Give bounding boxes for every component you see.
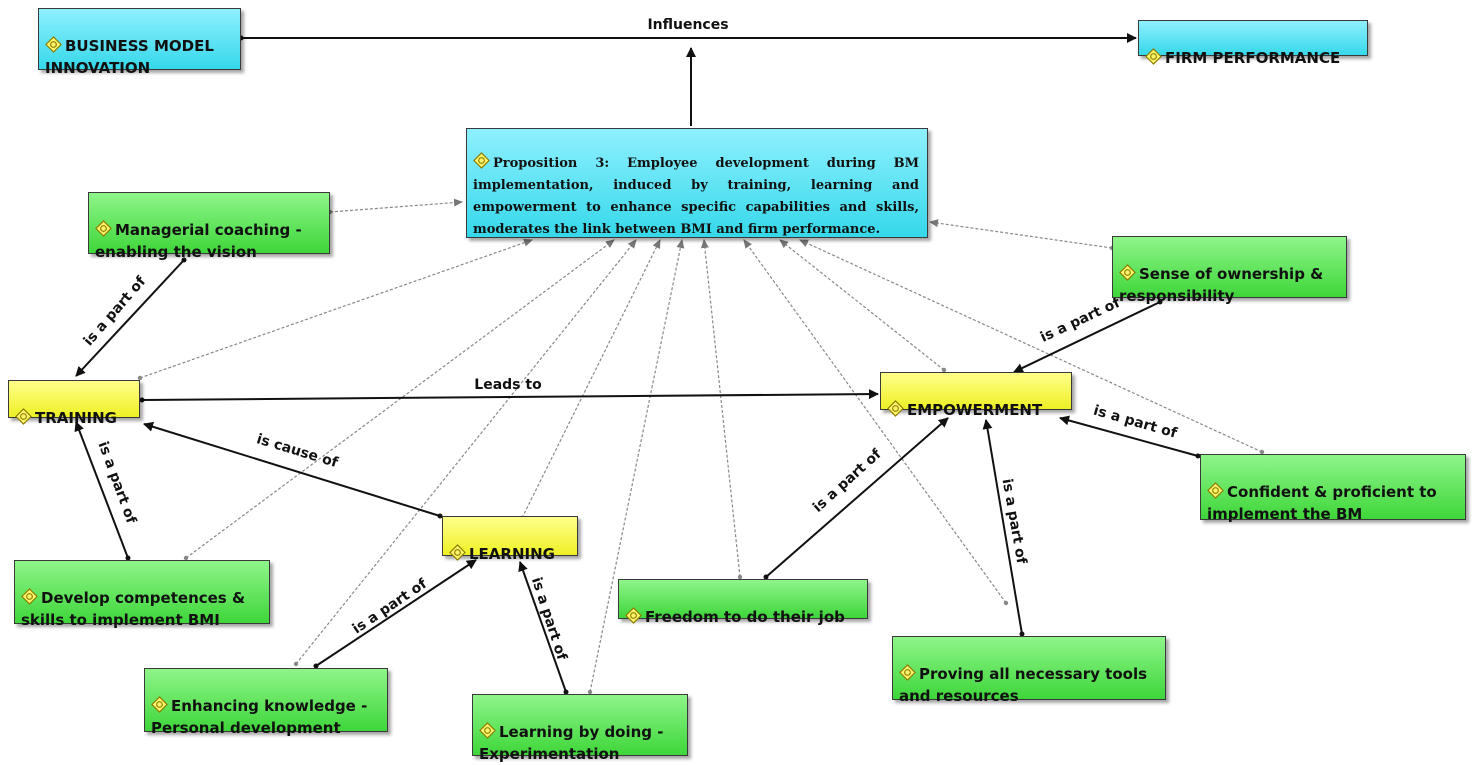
label-part-coaching: is a part of bbox=[81, 273, 150, 349]
node-label: Freedom to do their job bbox=[645, 608, 845, 626]
node-label: Develop competences & skills to implemen… bbox=[21, 589, 246, 629]
concept-icon bbox=[625, 607, 642, 624]
node-label: Sense of ownership & responsibility bbox=[1119, 265, 1324, 305]
concept-icon bbox=[1119, 264, 1136, 281]
node-sense-of-ownership[interactable]: Sense of ownership & responsibility bbox=[1112, 236, 1347, 305]
solid-links bbox=[74, 33, 1201, 695]
node-empowerment[interactable]: EMPOWERMENT bbox=[880, 372, 1072, 419]
label-influences: Influences bbox=[647, 17, 728, 33]
concept-icon bbox=[479, 722, 496, 739]
node-develop-competences[interactable]: Develop competences & skills to implemen… bbox=[14, 560, 270, 629]
link-leads-to bbox=[139, 389, 879, 403]
link-doing-learning bbox=[518, 561, 569, 695]
concept-icon bbox=[899, 664, 916, 681]
node-freedom-to-do-job[interactable]: Freedom to do their job bbox=[618, 579, 868, 626]
concept-icon bbox=[15, 408, 32, 425]
link-coaching-proposition bbox=[327, 198, 463, 215]
concept-icon bbox=[95, 220, 112, 237]
node-label: TRAINING bbox=[35, 409, 117, 427]
link-confident-empowerment bbox=[1059, 415, 1201, 459]
node-training[interactable]: TRAINING bbox=[8, 380, 140, 427]
concept-icon bbox=[45, 36, 62, 53]
link-coaching-training bbox=[75, 257, 187, 377]
link-develop-training bbox=[74, 421, 131, 561]
node-label: Proving all necessary tools and resource… bbox=[899, 665, 1148, 705]
node-label: EMPOWERMENT bbox=[907, 401, 1043, 419]
node-label: FIRM PERFORMANCE bbox=[1165, 49, 1341, 67]
concept-icon bbox=[21, 588, 38, 605]
concept-icon bbox=[1207, 482, 1224, 499]
node-label: Proposition 3: Employee development duri… bbox=[473, 156, 919, 237]
link-enhancing-learning bbox=[313, 559, 477, 669]
link-enhancing-proposition bbox=[293, 239, 637, 667]
node-confident-proficient[interactable]: Confident & proficient to implement the … bbox=[1200, 454, 1466, 523]
node-label: Confident & proficient to implement the … bbox=[1207, 483, 1437, 523]
node-label: Enhancing knowledge - Personal developme… bbox=[151, 697, 368, 737]
link-tools-proposition bbox=[743, 239, 1009, 606]
node-tools-resources[interactable]: Proving all necessary tools and resource… bbox=[892, 636, 1166, 705]
concept-icon bbox=[1145, 48, 1162, 65]
label-part-develop: is a part of bbox=[95, 439, 140, 526]
link-tools-empowerment bbox=[982, 419, 1025, 637]
node-firm-performance[interactable]: FIRM PERFORMANCE bbox=[1138, 20, 1368, 67]
link-empowerment-proposition bbox=[779, 239, 947, 373]
node-business-model-innovation[interactable]: BUSINESS MODEL INNOVATION bbox=[38, 8, 241, 77]
concept-icon bbox=[449, 544, 466, 561]
link-learning-proposition bbox=[519, 239, 661, 521]
link-learning-training bbox=[143, 421, 443, 519]
node-label: Managerial coaching - enabling the visio… bbox=[95, 221, 302, 261]
concept-icon bbox=[473, 152, 490, 169]
label-part-enhancing: is a part of bbox=[350, 576, 431, 638]
label-is-cause-of: is cause of bbox=[255, 431, 341, 471]
link-sense-proposition bbox=[929, 219, 1115, 251]
node-managerial-coaching[interactable]: Managerial coaching - enabling the visio… bbox=[88, 192, 330, 261]
node-proposition-3[interactable]: Proposition 3: Employee development duri… bbox=[466, 128, 928, 238]
link-freedom-empowerment bbox=[763, 417, 949, 580]
node-label: BUSINESS MODEL INNOVATION bbox=[45, 37, 214, 77]
node-enhancing-knowledge[interactable]: Enhancing knowledge - Personal developme… bbox=[144, 668, 388, 737]
node-label: LEARNING bbox=[469, 545, 555, 563]
link-sense-empowerment bbox=[1013, 299, 1163, 373]
label-part-sense: is a part of bbox=[1038, 295, 1124, 346]
label-leads-to: Leads to bbox=[474, 377, 542, 393]
link-doing-proposition bbox=[587, 239, 685, 695]
concept-icon bbox=[887, 400, 904, 417]
concept-icon bbox=[151, 696, 168, 713]
label-part-doing: is a part of bbox=[528, 575, 570, 663]
node-learning-by-doing[interactable]: Learning by doing - Experimentation bbox=[472, 694, 688, 763]
link-freedom-proposition bbox=[700, 239, 743, 580]
node-learning[interactable]: LEARNING bbox=[442, 516, 578, 563]
